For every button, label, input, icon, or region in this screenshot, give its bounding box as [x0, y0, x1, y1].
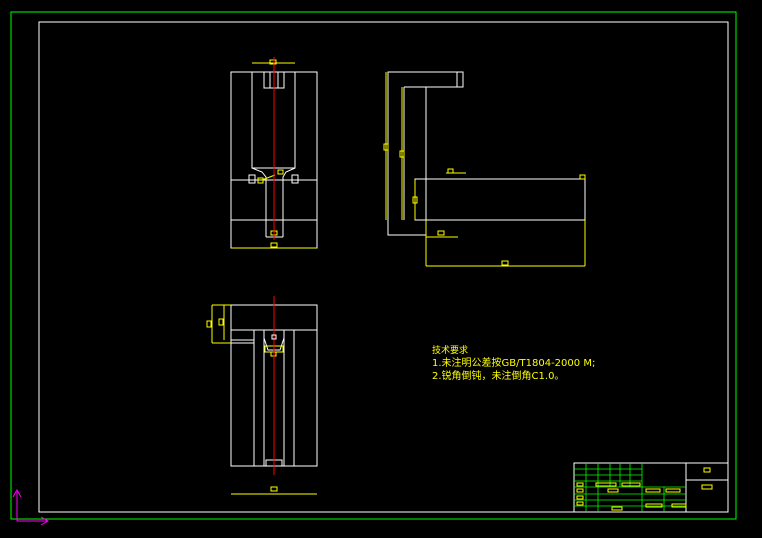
section-marker: [271, 334, 277, 340]
title-block: [573, 462, 729, 513]
inner-border: [38, 21, 729, 513]
technical-requirement-1: 1.未注明公差按GB/T1804-2000 M;: [432, 358, 596, 369]
side-view-dimensions: [383, 72, 586, 267]
front-view-dimensions: [231, 59, 317, 249]
outer-border: [10, 11, 737, 520]
side-view: [387, 71, 586, 236]
technical-requirements: 技术要求 1.未注明公差按GB/T1804-2000 M; 2.锐角倒钝，未注倒…: [432, 345, 595, 383]
title-block-fields: [576, 467, 713, 511]
title-block-grid: [574, 463, 686, 512]
technical-requirements-title: 技术要求: [432, 346, 469, 356]
ucs-axis-icon: [12, 488, 50, 526]
technical-requirement-2: 2.锐角倒钝，未注倒角C1.0。: [432, 371, 565, 382]
